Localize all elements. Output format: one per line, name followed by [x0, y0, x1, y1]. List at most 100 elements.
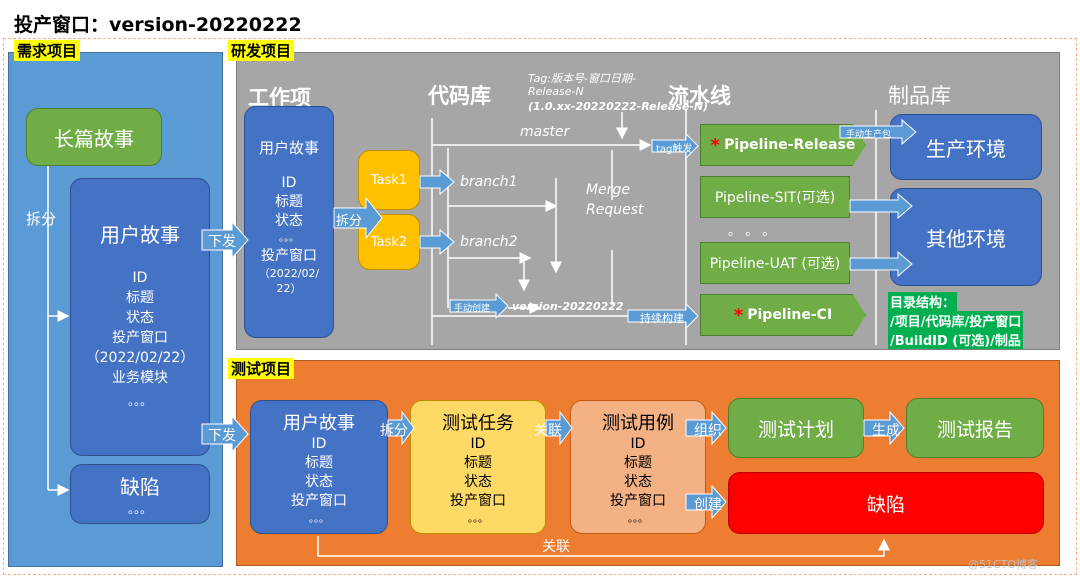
test-organize-arrow: [685, 410, 727, 446]
env-other-box[interactable]: 其他环境: [890, 188, 1042, 286]
down1-arrow: [201, 220, 249, 260]
test-case-title: 测试用例: [602, 413, 674, 434]
demand-story-line: 业务模块: [112, 370, 168, 386]
request-label: Request: [586, 202, 644, 218]
star-icon: *: [733, 304, 744, 326]
version-label: version-20220222: [512, 300, 624, 313]
test-story-line: 标题: [305, 455, 333, 471]
test-case-line: 投产窗口: [610, 493, 666, 509]
down2-label: 下发: [208, 428, 236, 444]
test-story-line: 投产窗口: [291, 493, 347, 509]
pipeline-ci-label: Pipeline-CI: [747, 307, 833, 323]
env-prod-box[interactable]: 生产环境: [890, 114, 1042, 180]
test-generate-label: 生成: [872, 423, 900, 439]
pipeline-uat-label: Pipeline-UAT (可选): [709, 256, 841, 272]
dir-line1: /项目/代码库/投产窗口: [888, 311, 1024, 330]
master-label: master: [520, 124, 570, 140]
branch2-label: branch2: [460, 234, 518, 250]
test-case-line: 。。。: [628, 514, 648, 525]
test-defect-label: 缺陷: [866, 493, 905, 516]
pipeline-ci[interactable]: * Pipeline-CI: [700, 294, 866, 336]
test-create-label: 创建: [694, 497, 722, 513]
dev-section-label: 研发项目: [228, 40, 295, 61]
test-task-line: 状态: [464, 474, 492, 490]
watermark: @51CTO博客: [968, 558, 1039, 571]
demand-section-label: 需求项目: [14, 40, 81, 61]
test-generate-arrow: [863, 410, 905, 446]
test-bottom-connector: [317, 536, 890, 557]
col-pipeline: 流水线: [668, 84, 731, 108]
continuous-build-arrow: [627, 302, 699, 330]
test-plan-box[interactable]: 测试计划: [728, 398, 864, 458]
dev-story-line: 22）: [276, 282, 302, 295]
task2-label: Task2: [370, 234, 408, 250]
demand-defect-dots: 。。。: [127, 502, 152, 516]
test-task-line: ID: [470, 436, 486, 452]
pipeline-sit[interactable]: Pipeline-SIT(可选): [700, 176, 850, 218]
env-prod-label: 生产环境: [926, 136, 1006, 161]
test-relate-label: 关联: [534, 423, 562, 439]
test-report-label: 测试报告: [936, 418, 1013, 441]
demand-defect-title: 缺陷: [120, 475, 160, 499]
pipeline-release-label: Pipeline-Release: [724, 137, 856, 153]
dev-story-line: ID: [281, 175, 297, 191]
test-case-line: ID: [630, 436, 646, 452]
test-task-line: 标题: [464, 455, 492, 471]
pipeline-release[interactable]: * Pipeline-Release: [700, 124, 866, 166]
demand-story-line: 标题: [126, 290, 154, 306]
test-relate-arrow: [545, 410, 573, 446]
tag-note-3: (1.0.xx-20220222-Release-N): [528, 100, 709, 113]
test-task-box[interactable]: 测试任务 ID 标题 状态 投产窗口 。。。: [410, 400, 546, 534]
manual-create-arrow: [449, 292, 509, 320]
star-icon: *: [710, 134, 721, 156]
demand-story-line: 投产窗口: [112, 330, 168, 346]
test-plan-label: 测试计划: [757, 418, 834, 441]
tag-trigger-label: tag触发: [656, 144, 693, 155]
down1-label: 下发: [208, 234, 236, 250]
test-story-box[interactable]: 用户故事 ID 标题 状态 投产窗口 。。。: [250, 400, 388, 534]
dev-story-box[interactable]: 用户故事 ID 标题 状态 。。。 投产窗口 （2022/02/ 22）: [244, 106, 334, 338]
tag-trigger-arrow: [651, 132, 699, 160]
uat-env-arrow: [849, 250, 913, 278]
dev-story-title: 用户故事: [258, 139, 319, 157]
test-organize-label: 组织: [694, 423, 722, 439]
demand-story-title: 用户故事: [100, 223, 180, 247]
test-report-box[interactable]: 测试报告: [906, 398, 1044, 458]
test-task-line: 投产窗口: [450, 493, 506, 509]
col-artifact: 制品库: [888, 84, 951, 108]
epic-box[interactable]: 长篇故事: [26, 108, 162, 166]
test-story-line: 。。。: [309, 514, 329, 525]
task1-box[interactable]: Task1: [358, 150, 420, 210]
dev-story-line: 。。。: [279, 233, 299, 244]
pipeline-sit-label: Pipeline-SIT(可选): [714, 190, 836, 206]
epic-label: 长篇故事: [54, 126, 134, 151]
demand-defect-box[interactable]: 缺陷 。。。: [70, 464, 210, 524]
demand-split-connector: [47, 166, 70, 496]
dev-story-line: （2022/02/: [258, 267, 320, 280]
test-story-line: 状态: [305, 474, 333, 490]
dir-line2: /BuildID (可选)/制品: [888, 330, 1023, 349]
task1-arrow: [419, 168, 455, 196]
page-title: 投产窗口：version-20220222: [14, 14, 302, 36]
down2-arrow: [201, 414, 249, 454]
test-task-line: 。。。: [468, 514, 488, 525]
dev-story-line: 投产窗口: [261, 248, 317, 264]
task2-arrow: [419, 228, 455, 256]
outer-frame: [3, 38, 1077, 575]
task1-label: Task1: [370, 172, 408, 188]
test-section-label: 测试项目: [228, 358, 295, 379]
test-case-box[interactable]: 测试用例 ID 标题 状态 投产窗口 。。。: [570, 400, 706, 534]
test-case-line: 标题: [624, 455, 652, 471]
manual-pkg-label: 手动生产包: [846, 130, 892, 140]
test-defect-box[interactable]: 缺陷: [728, 472, 1044, 534]
col-repo: 代码库: [428, 84, 491, 108]
demand-story-box[interactable]: 用户故事 ID 标题 状态 投产窗口 （2022/02/22） 业务模块 。。。: [70, 178, 210, 456]
pipeline-dots: 。 。 。: [728, 224, 776, 239]
tag-note-1: Tag:版本号-窗口日期-: [528, 72, 636, 85]
test-create-arrow: [685, 484, 727, 520]
dev-story-line: 状态: [275, 213, 303, 229]
pipeline-uat[interactable]: Pipeline-UAT (可选): [700, 242, 850, 284]
demand-story-line: ID: [132, 270, 148, 286]
continuous-build-label: 持续构建: [640, 312, 684, 325]
